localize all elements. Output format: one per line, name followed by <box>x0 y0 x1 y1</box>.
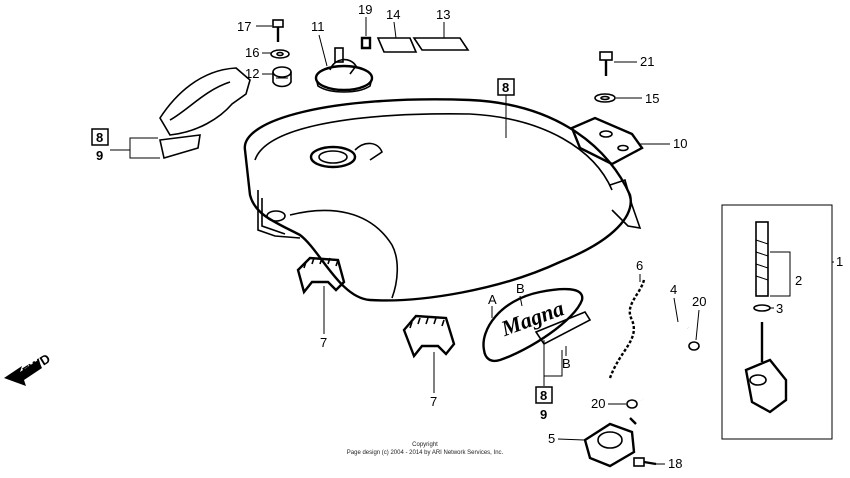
magna-emblem[interactable]: Magna <box>482 287 584 363</box>
callout-20-top: 20 <box>692 294 706 341</box>
svg-text:18: 18 <box>668 456 682 471</box>
callout-b-top: B <box>516 281 525 307</box>
copyright-line-1: Copyright <box>412 442 438 448</box>
callout-8-bottom: 8 9 <box>535 340 563 422</box>
svg-text:17: 17 <box>237 19 251 34</box>
washer-15[interactable] <box>594 93 616 103</box>
knee-pad-left[interactable] <box>159 67 251 136</box>
svg-text:9: 9 <box>96 148 103 163</box>
svg-text:B: B <box>562 356 571 371</box>
callout-13: 13 <box>436 7 450 38</box>
callout-6: 6 <box>636 258 643 282</box>
decal-14[interactable] <box>376 37 418 53</box>
svg-text:8: 8 <box>540 388 547 403</box>
fuel-hose-6[interactable] <box>608 279 646 379</box>
callout-17: 17 <box>237 19 272 34</box>
fuel-filler-cap[interactable] <box>314 47 374 93</box>
svg-text:3: 3 <box>776 301 783 316</box>
callout-8-tank: 8 <box>497 78 515 138</box>
callout-3: 3 <box>770 301 783 316</box>
svg-text:14: 14 <box>386 7 400 22</box>
fuel-pump-5[interactable] <box>583 417 637 468</box>
svg-text:10: 10 <box>673 136 687 151</box>
svg-text:9: 9 <box>540 407 547 422</box>
clip-20-bottom[interactable] <box>626 399 638 409</box>
svg-text:2: 2 <box>795 273 802 288</box>
callout-11: 11 <box>311 19 328 67</box>
washer-16[interactable] <box>270 49 290 59</box>
callout-2: 2 <box>770 251 802 297</box>
copyright-line-2: Page design (c) 2004 - 2014 by ARI Netwo… <box>347 450 504 456</box>
svg-text:8: 8 <box>502 80 509 95</box>
callout-b-bottom: B <box>562 346 571 371</box>
callout-5: 5 <box>548 431 585 446</box>
callout-4: 4 <box>670 282 679 323</box>
mount-bracket-10[interactable] <box>570 116 644 166</box>
callout-7-left: 7 <box>320 286 327 350</box>
callout-16: 16 <box>245 45 272 60</box>
svg-text:8: 8 <box>96 130 103 145</box>
fuel-hose-4[interactable] <box>638 321 690 401</box>
bolt-17[interactable] <box>272 19 284 42</box>
o-ring-3[interactable] <box>753 304 771 312</box>
svg-text:7: 7 <box>430 394 437 409</box>
callout-21: 21 <box>614 54 654 69</box>
svg-text:7: 7 <box>320 335 327 350</box>
svg-text:20: 20 <box>692 294 706 309</box>
svg-text:13: 13 <box>436 7 450 22</box>
fuel-valve-assembly-box <box>721 204 833 440</box>
emblem-plate[interactable] <box>534 311 592 346</box>
rubber-cushion-right[interactable] <box>402 314 456 359</box>
emblem-text: Magna <box>497 295 567 341</box>
rubber-cushion-left[interactable] <box>296 256 346 295</box>
svg-text:A: A <box>488 292 497 307</box>
callout-12: 12 <box>245 66 273 81</box>
forward-arrow-icon: FWD <box>4 351 53 386</box>
callout-10: 10 <box>640 136 687 151</box>
key-lock-pin[interactable] <box>360 36 372 50</box>
fwd-label: FWD <box>20 351 53 379</box>
callout-14: 14 <box>386 7 400 39</box>
svg-text:B: B <box>516 281 525 296</box>
clip-20-top[interactable] <box>688 341 700 351</box>
callout-20-bottom: 20 <box>591 396 626 411</box>
svg-text:1: 1 <box>836 254 843 269</box>
callout-a: A <box>488 292 497 318</box>
svg-text:4: 4 <box>670 282 677 297</box>
callout-15: 15 <box>616 91 659 106</box>
svg-text:12: 12 <box>245 66 259 81</box>
callout-18: 18 <box>656 456 682 471</box>
fuel-tank[interactable] <box>243 98 642 302</box>
svg-text:16: 16 <box>245 45 259 60</box>
svg-text:19: 19 <box>358 2 372 17</box>
svg-text:6: 6 <box>636 258 643 273</box>
fuel-strainer-pipe-2[interactable] <box>755 221 769 297</box>
callout-8-left: 8 9 <box>91 128 160 163</box>
callout-19: 19 <box>358 2 372 36</box>
callout-1: 1 <box>832 254 843 269</box>
svg-text:11: 11 <box>311 19 325 34</box>
bolt-18[interactable] <box>633 457 657 467</box>
fuel-valve-body[interactable] <box>744 322 788 414</box>
svg-text:5: 5 <box>548 431 555 446</box>
svg-text:21: 21 <box>640 54 654 69</box>
decal-13[interactable] <box>412 37 470 51</box>
emblem-left[interactable] <box>159 134 201 160</box>
grommet-12[interactable] <box>272 66 292 88</box>
svg-text:20: 20 <box>591 396 605 411</box>
bolt-21[interactable] <box>599 51 613 76</box>
svg-text:15: 15 <box>645 91 659 106</box>
callout-7-right: 7 <box>430 352 437 409</box>
